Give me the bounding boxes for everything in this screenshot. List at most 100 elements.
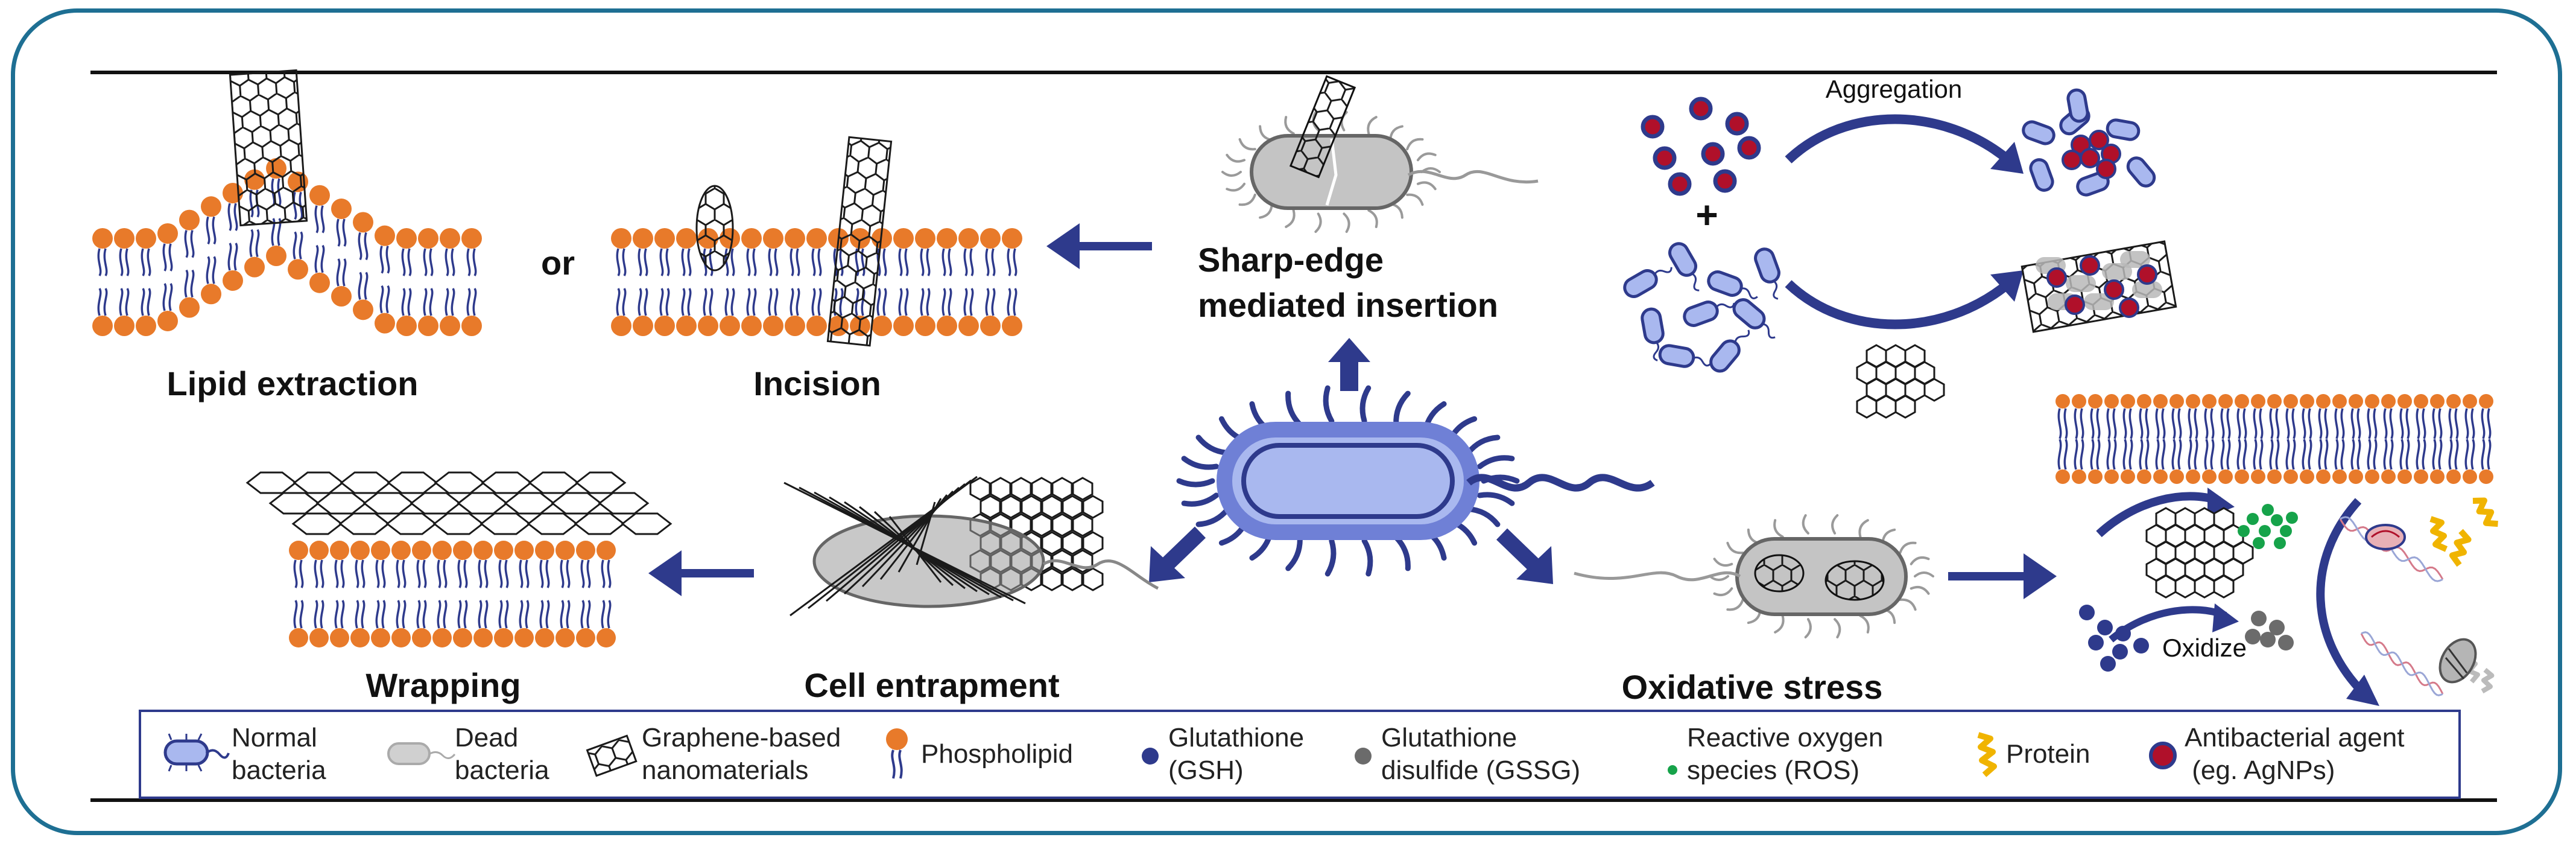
phospholipid [2332,394,2347,439]
phospholipid [289,600,308,647]
phospholipid [2463,439,2477,484]
sharp-edge-bacterium [1221,75,1539,233]
label-or: or [541,244,575,282]
arrow-to-wrapping [648,550,754,596]
phospholipid [92,288,113,336]
phospholipid [654,288,675,336]
arrow-to-incision [1046,223,1152,269]
label-oxidative-stress: Oxidative stress [1622,668,1883,706]
oxidative-stress-bacterium [1574,514,1934,638]
phospholipid [676,288,697,336]
phospholipid [2349,439,2363,484]
phospholipid [2365,394,2379,439]
wrapping-membrane [289,541,616,647]
aggregation-arrow-top [1785,114,2012,164]
phospholipid [676,228,697,276]
phospholipid [2186,439,2200,484]
phospholipid [597,600,616,647]
phospholipid [330,541,349,588]
damaged-organelle-top [2365,524,2406,550]
phospholipid [2316,439,2331,484]
label-aggregation: Aggregation [1826,75,1963,103]
phospholipid [611,288,631,336]
top-right-membrane [2055,394,2493,484]
phospholipid [514,541,534,588]
phospholipid [375,225,395,274]
phospholipid [391,600,411,647]
phospholipid [720,288,740,336]
phospholipid [2316,394,2331,439]
cell-entrapment-illustration [783,475,1159,617]
phospholipid [633,228,653,276]
label-lipid-extraction: Lipid extraction [167,364,419,402]
legend-text: Normal bacteria [232,723,326,785]
phospholipid [412,600,431,647]
phospholipid [2414,394,2428,439]
legend-text: Graphene-based nanomaterials [642,723,841,785]
legend-text: Antibacterial agent (eg. AgNPs) [2185,723,2405,785]
phospholipid [418,288,438,336]
antibacterial-agent-icon [2149,742,2177,769]
phospholipid [412,541,431,588]
damaged-organelle-bottom [2438,638,2477,684]
central-bacterium [1176,385,1655,577]
phospholipid [741,228,762,276]
phospholipid [375,285,395,334]
phospholipid [980,228,1001,276]
phospholipid [473,541,493,588]
phospholipid [331,199,352,247]
phospholipid [288,231,308,280]
phospholipid [555,541,575,588]
gssg-particles [2245,611,2294,650]
phospholipid [698,288,718,336]
phospholipid [309,185,330,234]
phospholipid [201,196,221,245]
phospholipid [461,228,482,276]
normal-bacteria-icon [163,733,230,772]
damage-arrow [2316,498,2367,697]
phospholipid [2430,439,2445,484]
phospholipid [2235,394,2249,439]
phospholipid [958,228,979,276]
label-sharp-edge: Sharp-edge [1198,241,1384,279]
phospholipid [555,600,575,647]
dead-bacteria-icon [387,742,456,765]
phospholipid [535,600,554,647]
phospholipid [2463,394,2477,439]
protein-icon [1977,732,1997,777]
incision-long-sheet [826,136,893,347]
ros-arrow [2096,492,2221,538]
phospholipid [806,288,827,336]
phospholipid [440,288,460,336]
label-plus: + [1695,193,1718,237]
phospholipid [2300,439,2314,484]
phospholipid [289,541,308,588]
phospholipid [2479,439,2493,484]
phospholipid [396,288,417,336]
normal-bacteria-cluster [1623,242,1780,373]
phospholipid [2055,394,2070,439]
phospholipid [494,600,513,647]
phospholipid [2169,439,2184,484]
phospholipid-icon [886,728,908,779]
phospholipid [2137,439,2151,484]
phospholipid [2202,439,2217,484]
graphene-agnp-complex [2021,240,2177,333]
phospholipid [432,600,452,647]
phospholipid [2267,394,2282,439]
glutathione-icon [1142,748,1159,765]
aggregated-complex [2022,88,2156,197]
phospholipid [2446,394,2461,439]
phospholipid [2283,394,2298,439]
phospholipid [432,541,452,588]
antibacterial-agent-particles [1641,97,1761,196]
graphene-flake-aggregation [1856,344,1945,419]
phospholipid [893,228,914,276]
phospholipid [92,228,113,276]
legend-text: Glutathione disulfide (GSSG) [1381,723,1581,785]
phospholipid [597,541,616,588]
phospholipid [309,244,330,293]
legend-text: Glutathione (GSH) [1168,723,1305,785]
phospholipid [763,288,783,336]
phospholipid [2446,439,2461,484]
